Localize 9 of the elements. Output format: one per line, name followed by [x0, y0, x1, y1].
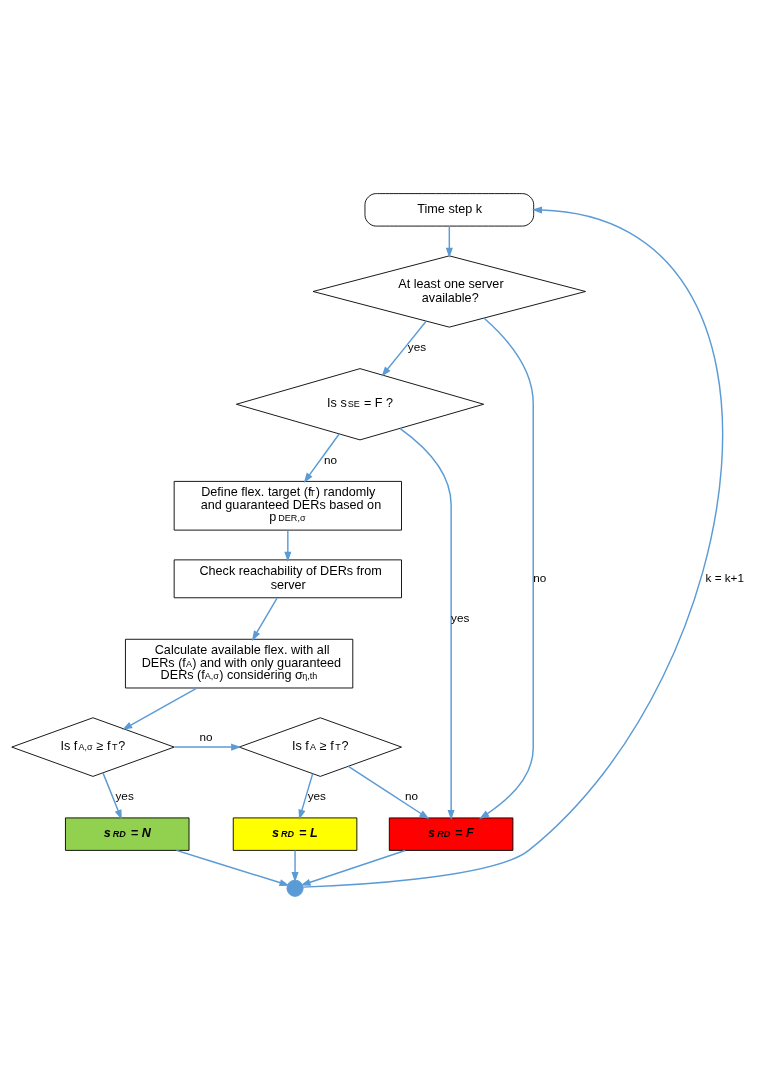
edge-label: k = k+1	[705, 570, 744, 584]
edge-label: no	[199, 730, 213, 744]
edge-label: no	[405, 789, 419, 803]
edge-label: no	[323, 452, 337, 466]
edge-label: yes	[307, 789, 326, 803]
edge-label: yes	[115, 789, 134, 803]
edge-label: yes	[407, 339, 427, 353]
edge-label: no	[533, 570, 547, 584]
edge-label: yes	[451, 610, 470, 624]
